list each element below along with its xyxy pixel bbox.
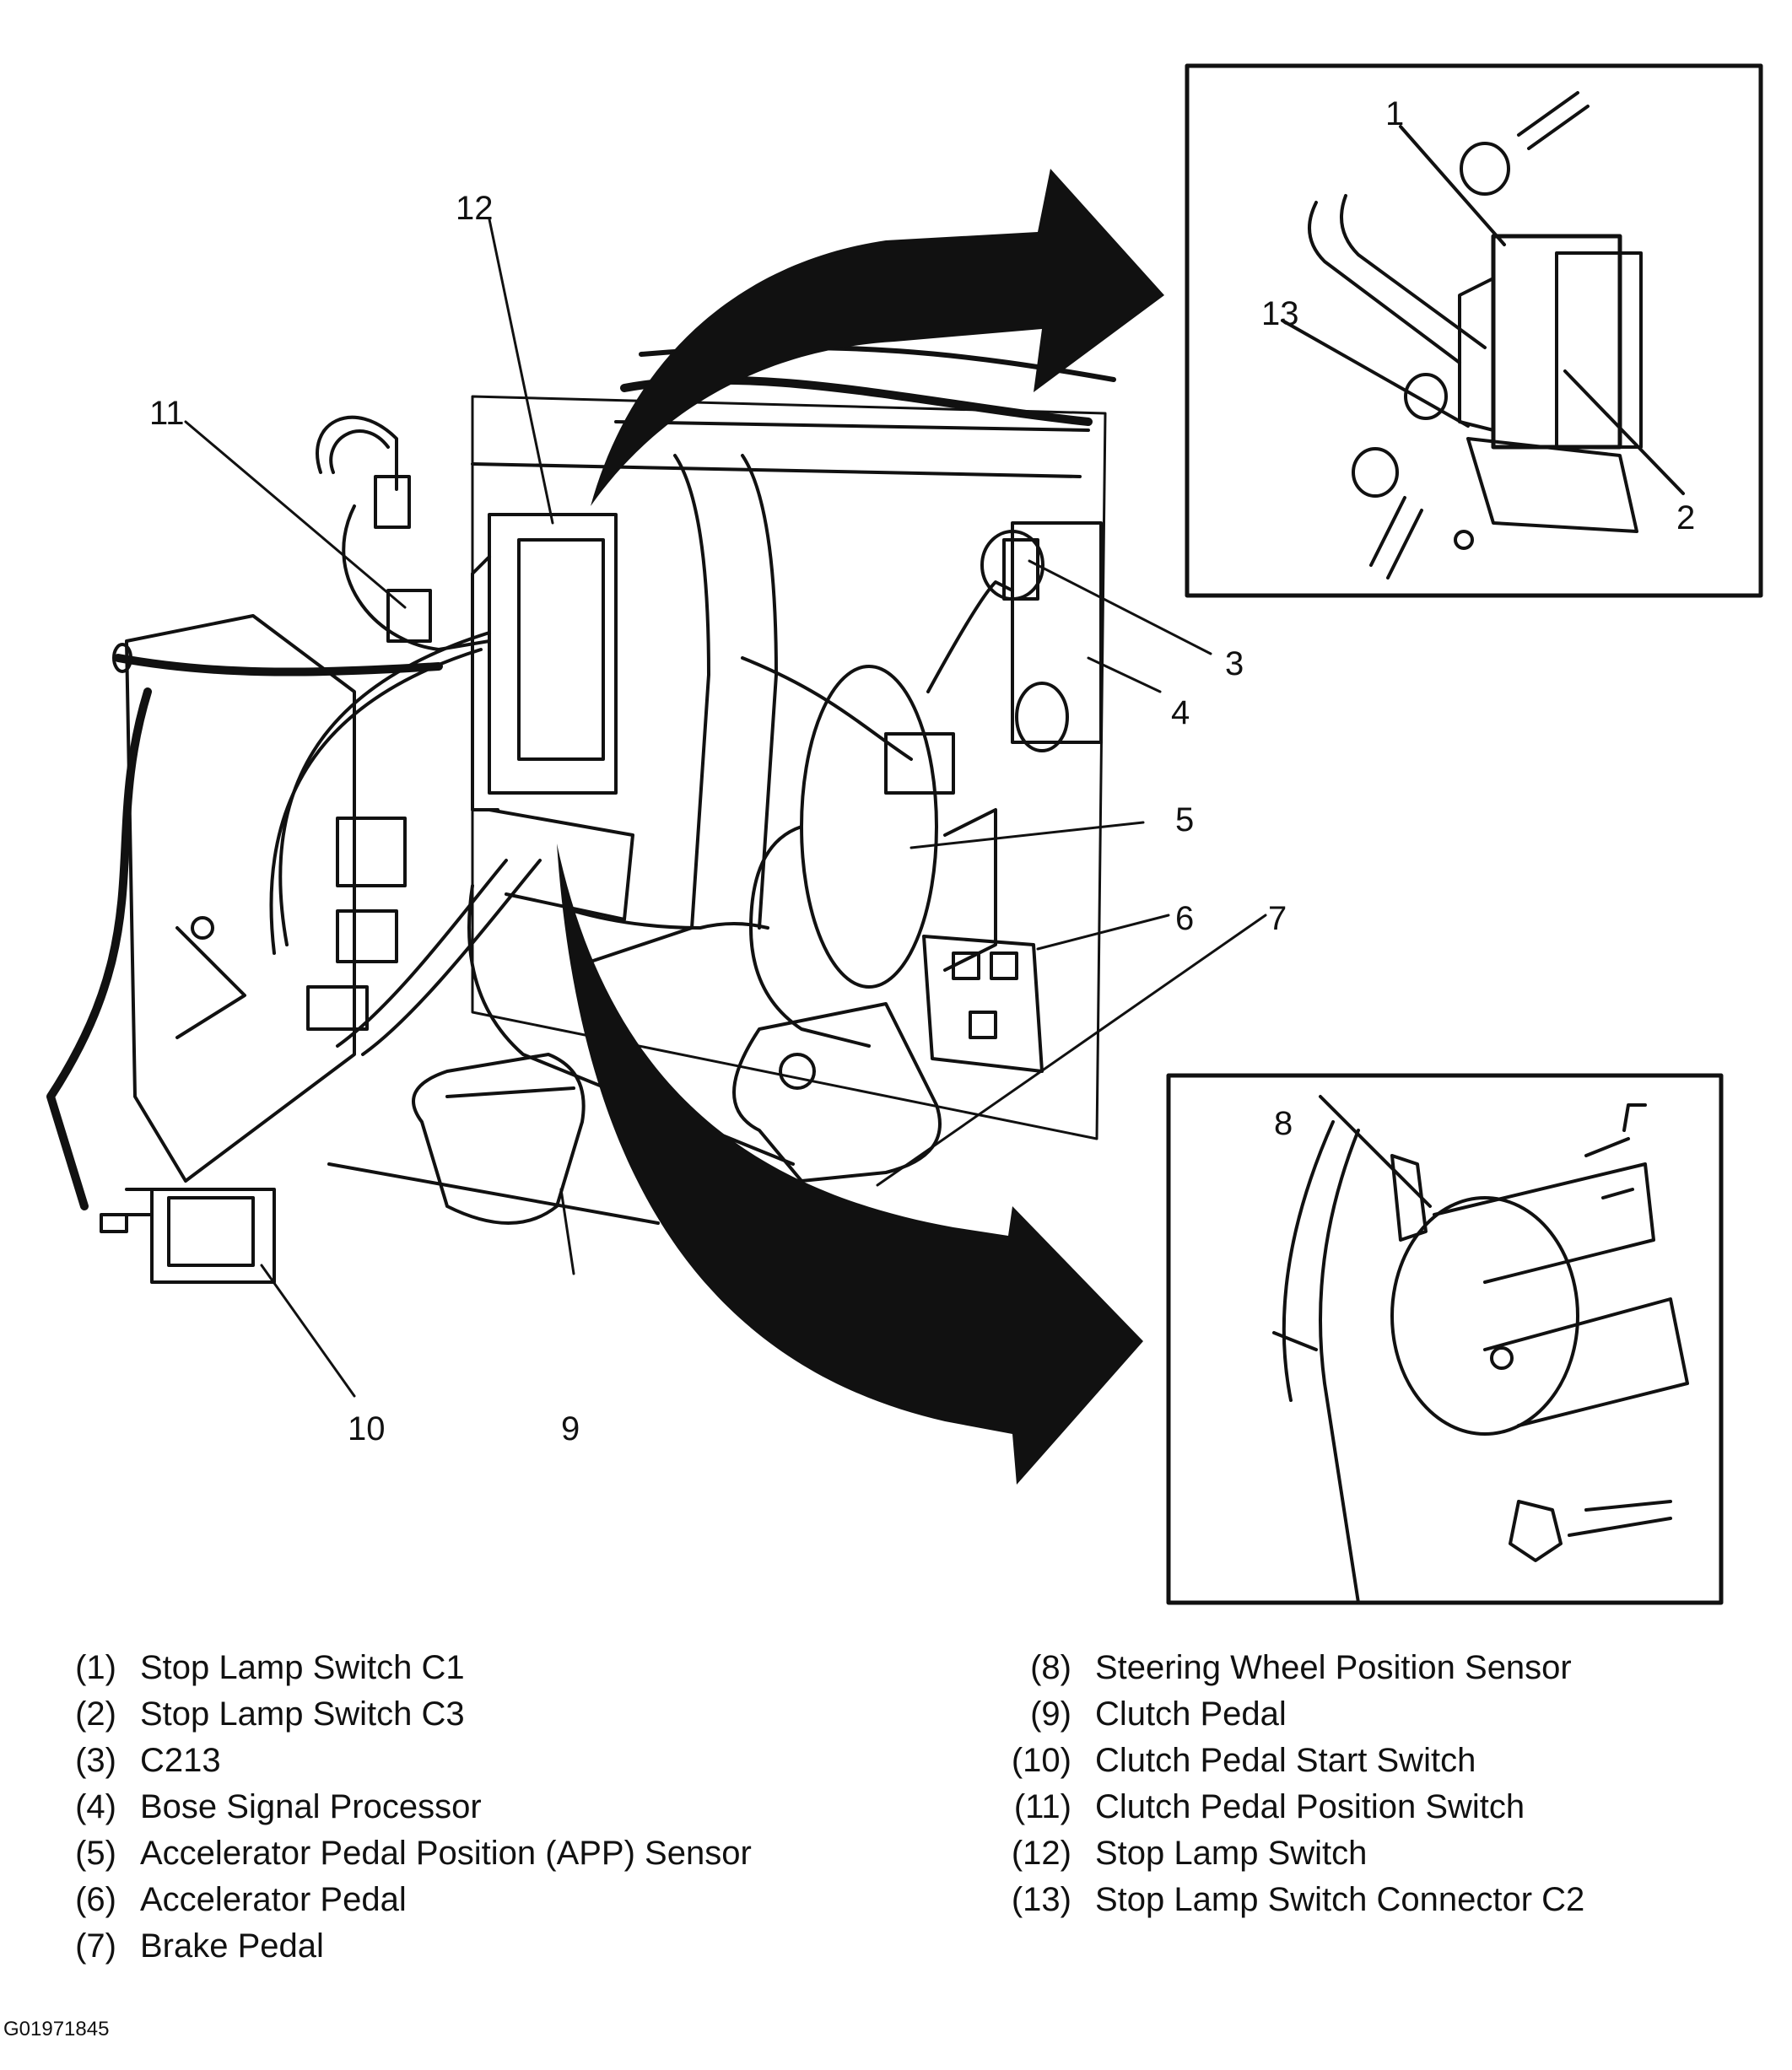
callout-7: 7: [1268, 900, 1287, 937]
legend-label: Clutch Pedal Start Switch: [1095, 1742, 1476, 1779]
legend-code: (9): [1030, 1695, 1071, 1733]
legend-left: (1) Stop Lamp Switch C1 (2) Stop Lamp Swit…: [66, 1645, 752, 1970]
callout-12: 12: [456, 190, 494, 227]
callout-10: 10: [348, 1410, 386, 1447]
lower-arrow: [557, 844, 1143, 1485]
legend-code: (11): [1013, 1788, 1071, 1825]
legend-item: (10) Clutch Pedal Start Switch: [1004, 1738, 1584, 1784]
legend-item: (8) Steering Wheel Position Sensor: [1004, 1645, 1584, 1691]
legend-code: (5): [75, 1835, 116, 1872]
legend-label: C213: [140, 1742, 221, 1779]
legend-code: (7): [75, 1927, 116, 1965]
main-assembly: [46, 344, 1116, 1284]
callout-3: 3: [1225, 645, 1244, 682]
legend-label: Stop Lamp Switch Connector C2: [1095, 1881, 1585, 1918]
legend-label: Accelerator Pedal: [140, 1881, 407, 1918]
legend-item: (4) Bose Signal Processor: [66, 1784, 752, 1830]
legend-label: Stop Lamp Switch C3: [140, 1695, 465, 1733]
legend-item: (13) Stop Lamp Switch Connector C2: [1004, 1877, 1584, 1923]
legend-item: (11) Clutch Pedal Position Switch: [1004, 1784, 1584, 1830]
legend-code: (8): [1030, 1649, 1071, 1686]
legend-item: (7) Brake Pedal: [66, 1923, 752, 1970]
legend-item: (9) Clutch Pedal: [1004, 1691, 1584, 1738]
stop-lamp-switch-inset: [1185, 63, 1763, 598]
callout-8: 8: [1274, 1105, 1293, 1142]
callout-6: 6: [1175, 900, 1194, 937]
callout-1: 1: [1385, 95, 1404, 132]
legend-code: (13): [1011, 1881, 1071, 1918]
legend-label: Steering Wheel Position Sensor: [1095, 1649, 1572, 1686]
legend-code: (1): [75, 1649, 116, 1686]
legend-code: (10): [1011, 1742, 1071, 1779]
callout-5: 5: [1175, 801, 1194, 838]
callout-9: 9: [561, 1410, 580, 1447]
legend-item: (2) Stop Lamp Switch C3: [66, 1691, 752, 1738]
legend-item: (1) Stop Lamp Switch C1: [66, 1645, 752, 1691]
legend-label: Accelerator Pedal Position (APP) Sensor: [140, 1835, 752, 1872]
legend-item: (12) Stop Lamp Switch: [1004, 1830, 1584, 1877]
steering-sensor-inset: [1166, 1073, 1724, 1605]
upper-arrow: [591, 169, 1164, 506]
callout-numbers: 1 2 3 4 5 6 7 8 9 10 11 12 13: [149, 95, 1695, 1447]
legend-item: (5) Accelerator Pedal Position (APP) Sens…: [66, 1830, 752, 1877]
callout-2: 2: [1676, 499, 1695, 536]
pedal-assembly-diagram: 1 2 3 4 5 6 7 8 9 10 11 12 13: [46, 63, 1763, 1605]
figure-id: G01971845: [3, 2018, 110, 2040]
leader-lines: [184, 218, 1267, 1398]
legend-code: (2): [75, 1695, 116, 1733]
legend-code: (4): [75, 1788, 116, 1825]
legend-label: Clutch Pedal: [1095, 1695, 1287, 1733]
callout-13: 13: [1261, 295, 1299, 332]
legend-code: (3): [75, 1742, 116, 1779]
legend-code: (12): [1011, 1835, 1071, 1872]
legend-label: Bose Signal Processor: [140, 1788, 482, 1825]
legend-code: (6): [75, 1881, 116, 1918]
callout-11: 11: [149, 395, 185, 432]
legend-label: Brake Pedal: [140, 1927, 324, 1965]
legend-label: Stop Lamp Switch: [1095, 1835, 1368, 1872]
legend-label: Stop Lamp Switch C1: [140, 1649, 465, 1686]
legend-right: (8) Steering Wheel Position Sensor (9) Clu…: [1004, 1645, 1584, 1923]
legend-item: (6) Accelerator Pedal: [66, 1877, 752, 1923]
legend-item: (3) C213: [66, 1738, 752, 1784]
callout-4: 4: [1171, 694, 1190, 731]
legend-label: Clutch Pedal Position Switch: [1095, 1788, 1525, 1825]
